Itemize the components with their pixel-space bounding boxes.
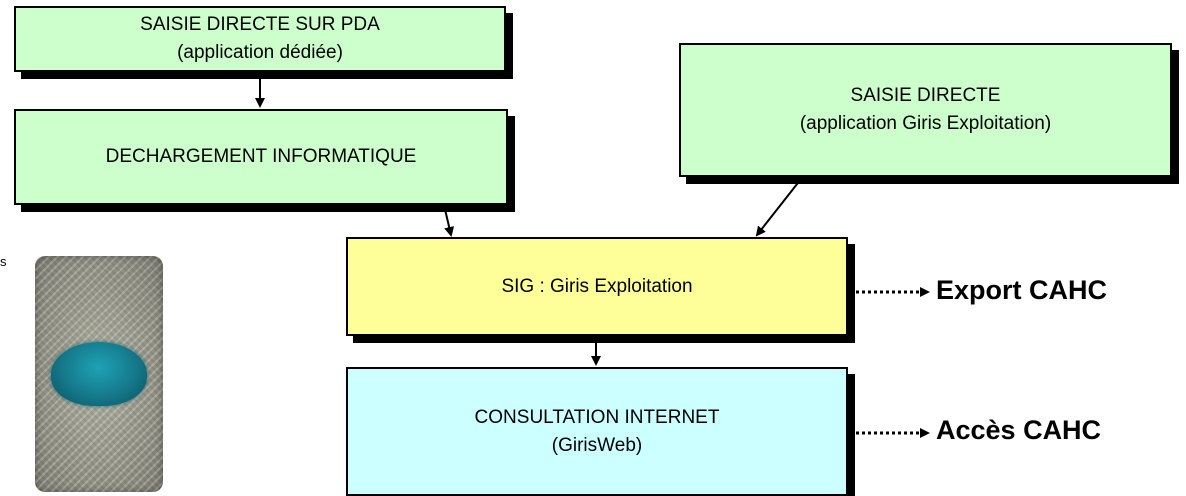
box-saisie-directe-line2: (application Giris Exploitation): [799, 113, 1052, 134]
pda-device-icon: [35, 256, 163, 492]
box-saisie-directe: SAISIE DIRECTE (application Giris Exploi…: [679, 43, 1172, 177]
arrow-dechargement-to-sig: [443, 204, 455, 237]
box-saisie-pda-line2: (application dédiée): [177, 42, 343, 63]
box-saisie-directe-line1: SAISIE DIRECTE: [850, 85, 1001, 107]
box-saisie-pda-line1: SAISIE DIRECTE SUR PDA: [140, 14, 380, 36]
arrow-saisie-to-sig: [755, 178, 802, 237]
box-dechargement: DECHARGEMENT INFORMATIQUE: [14, 109, 508, 205]
export-cahc-label: Export CAHC: [936, 275, 1108, 305]
box-dechargement-label: DECHARGEMENT INFORMATIQUE: [105, 146, 417, 168]
box-consultation: CONSULTATION INTERNET (GirisWeb): [346, 367, 848, 496]
box-sig: SIG : Giris Exploitation: [346, 237, 848, 336]
box-consultation-line1: CONSULTATION INTERNET: [474, 406, 720, 428]
pda-screen: [51, 342, 147, 406]
box-sig-label: SIG : Giris Exploitation: [501, 275, 693, 297]
acces-cahc-label: Accès CAHC: [936, 415, 1102, 445]
box-saisie-pda: SAISIE DIRECTE SUR PDA (application dédi…: [14, 6, 506, 72]
left-edge-text-fragment: s: [0, 255, 6, 269]
box-consultation-line2: (GirisWeb): [551, 434, 643, 456]
